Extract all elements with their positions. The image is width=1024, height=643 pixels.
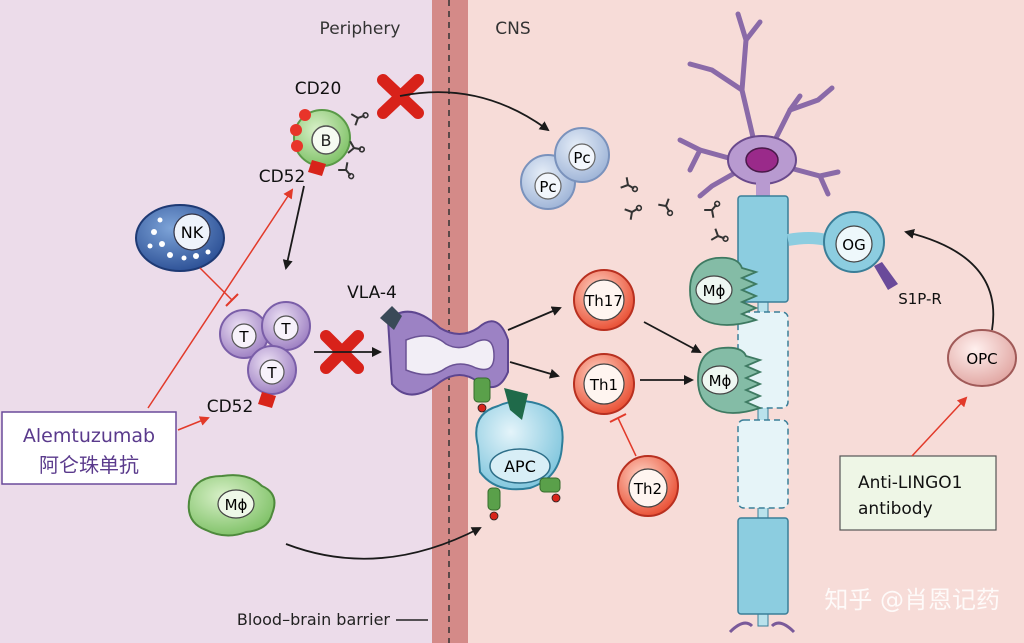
pc-label: Pc <box>573 149 590 167</box>
macrophage-label: Mϕ <box>709 372 732 390</box>
nk-inhibits-t <box>199 267 233 301</box>
arrow-alemtuzumab-to-t <box>177 416 210 431</box>
periphery-label: Periphery <box>320 19 401 39</box>
watermark: 知乎 @肖恩记药 <box>824 586 1000 614</box>
arrow-lingo1-to-opc <box>911 396 968 457</box>
th2-cell: Th2 <box>617 455 679 517</box>
b-cell-label: B <box>321 131 332 150</box>
arrow-b-to-t <box>282 185 305 270</box>
b-cell: B <box>290 107 371 183</box>
th17-label: Th17 <box>584 292 623 310</box>
macrophage-label: Mϕ <box>703 282 726 300</box>
macrophage-cns-lower: Mϕ <box>697 346 763 414</box>
damaged-myelin <box>737 419 789 509</box>
nk-cell: NK <box>135 204 225 272</box>
myelin-sheath <box>737 517 789 615</box>
macrophage-label: Mϕ <box>225 496 248 514</box>
arrow-to-th17 <box>507 306 562 331</box>
apc-label: APC <box>504 457 536 476</box>
periphery-background <box>0 0 432 643</box>
arrow-b-to-pc <box>399 91 550 132</box>
cd20-marker <box>291 140 303 152</box>
th2-inhibits-th1 <box>617 417 637 457</box>
cd52-marker <box>258 392 276 408</box>
opc-cell: OPC <box>947 329 1017 387</box>
anti-lingo1-line1: Anti-LINGO1 <box>858 473 963 493</box>
alemtuzumab-cn-label: 阿仑珠单抗 <box>39 453 139 477</box>
apc-cell: APC <box>473 377 564 521</box>
arrow-alemtuzumab-to-b <box>147 188 294 409</box>
cd52-t-label: CD52 <box>207 397 254 417</box>
arrow-th17-to-macrophage <box>643 321 702 353</box>
arrow-macrophage-to-apc <box>285 527 482 560</box>
macrophage-periphery: Mϕ <box>187 474 276 537</box>
th17-cell: Th17 <box>573 269 635 331</box>
th2-label: Th2 <box>633 480 662 498</box>
vla4-integrin <box>380 306 509 396</box>
t-cells: T T T <box>219 301 311 408</box>
neuron <box>677 11 841 202</box>
axon <box>728 195 796 634</box>
cd20-marker <box>299 109 311 121</box>
cd52-b-label: CD52 <box>259 167 306 187</box>
cd52-marker <box>308 160 326 176</box>
plasma-cells: Pc Pc <box>520 127 610 210</box>
th1-label: Th1 <box>589 376 618 394</box>
og-label: OG <box>842 236 865 254</box>
neuron-nucleus <box>745 147 779 173</box>
s1pr-label: S1P-R <box>898 290 942 308</box>
b-cell-nucleus <box>311 125 341 155</box>
cd20-marker <box>290 124 302 136</box>
t-label: T <box>266 364 277 382</box>
cns-label: CNS <box>495 19 530 39</box>
arrow-opc-to-og <box>904 229 995 331</box>
opc-label: OPC <box>966 350 997 368</box>
cd20-label: CD20 <box>295 79 342 99</box>
s1p-receptor <box>874 262 898 290</box>
axon-terminal <box>728 621 796 634</box>
t-label: T <box>238 328 249 346</box>
anti-lingo1-line2: antibody <box>858 499 933 519</box>
macrophage-cns-upper: Mϕ <box>689 256 759 326</box>
alemtuzumab-box <box>1 411 177 485</box>
t-label: T <box>280 320 291 338</box>
anti-lingo1-box <box>839 455 997 531</box>
nk-granules <box>147 217 211 261</box>
arrow-to-th1 <box>509 361 560 379</box>
vla4-label: VLA-4 <box>347 283 397 303</box>
oligodendrocyte: OG <box>786 211 898 290</box>
bbb-label: Blood–brain barrier <box>237 610 390 629</box>
dendrites <box>677 11 841 199</box>
th1-cell: Th1 <box>573 353 635 415</box>
nk-label: NK <box>181 223 204 242</box>
myelin-sheath <box>737 195 789 303</box>
alemtuzumab-label: Alemtuzumab <box>23 425 155 447</box>
pc-label: Pc <box>539 178 556 196</box>
